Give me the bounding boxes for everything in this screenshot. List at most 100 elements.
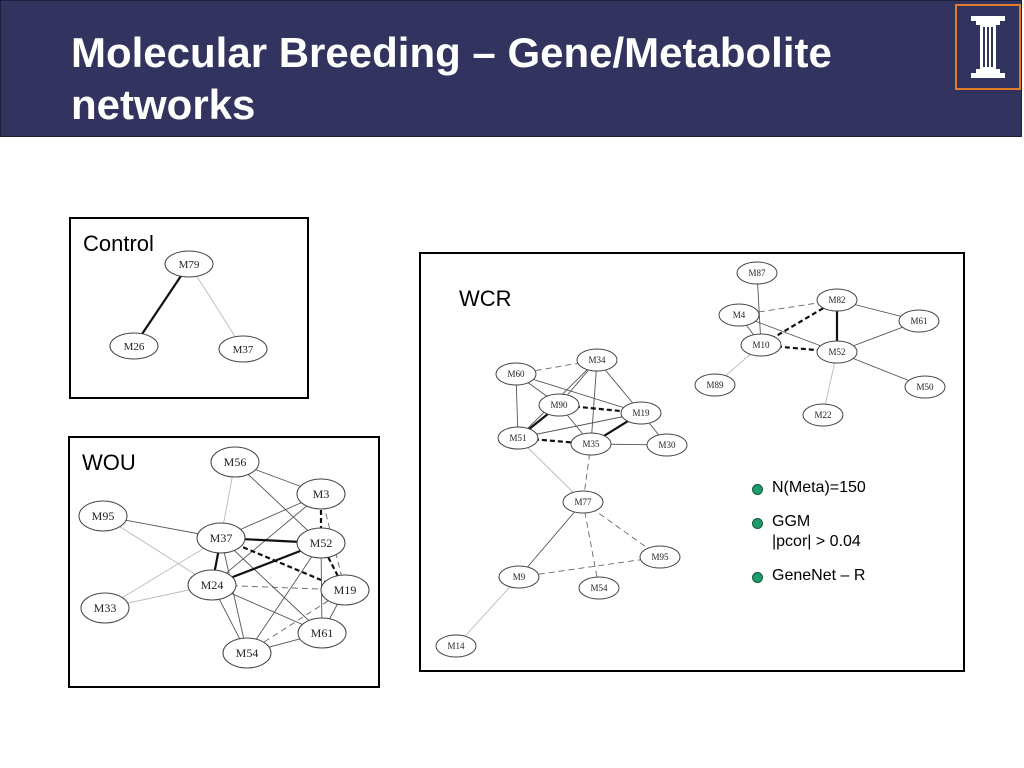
bullet-dot-icon bbox=[752, 484, 763, 495]
node-m35: M35 bbox=[570, 432, 612, 456]
note-text: GGM bbox=[772, 513, 811, 530]
node-m37: M37 bbox=[218, 335, 268, 363]
node-ellipse bbox=[210, 446, 260, 478]
page-title: Molecular Breeding – Gene/Metabolite net… bbox=[71, 29, 832, 128]
edge-m37-m54 bbox=[220, 537, 248, 654]
node-ellipse bbox=[694, 373, 736, 397]
node-ellipse bbox=[78, 500, 128, 532]
node-ellipse bbox=[562, 490, 604, 514]
node-label: M54 bbox=[236, 646, 259, 660]
node-label: M77 bbox=[574, 497, 592, 507]
node-label: M82 bbox=[828, 295, 845, 305]
node-ellipse bbox=[296, 478, 346, 510]
node-ellipse bbox=[576, 348, 618, 372]
node-ellipse bbox=[498, 565, 540, 589]
note-text: GeneNet – R bbox=[772, 567, 866, 584]
node-label: M79 bbox=[179, 259, 200, 271]
node-ellipse bbox=[222, 637, 272, 669]
edge-m60-m19 bbox=[515, 373, 642, 414]
node-m10: M10 bbox=[740, 333, 782, 357]
node-m51: M51 bbox=[497, 426, 539, 450]
node-m9: M9 bbox=[498, 565, 540, 589]
node-label: M56 bbox=[224, 455, 247, 469]
node-m33: M33 bbox=[80, 592, 130, 624]
edge-m3-m19 bbox=[320, 493, 346, 591]
node-ellipse bbox=[740, 333, 782, 357]
node-label: M14 bbox=[447, 641, 465, 651]
edge-m77-m54 bbox=[582, 501, 600, 589]
edge-m77-m9 bbox=[518, 501, 584, 578]
node-label: M26 bbox=[124, 341, 145, 353]
node-label: M19 bbox=[632, 408, 650, 418]
node-m19: M19 bbox=[620, 401, 662, 425]
node-m4: M4 bbox=[718, 303, 760, 327]
node-label: M95 bbox=[92, 509, 115, 523]
node-m56: M56 bbox=[210, 446, 260, 478]
node-m26: M26 bbox=[109, 332, 159, 360]
node-ellipse bbox=[904, 375, 946, 399]
note-item-sample-size: N(Meta)=150 bbox=[752, 478, 952, 498]
node-m54: M54 bbox=[222, 637, 272, 669]
node-m61: M61 bbox=[898, 309, 940, 333]
edge-m77-m95 bbox=[582, 501, 661, 558]
node-ellipse bbox=[646, 433, 688, 457]
node-ellipse bbox=[187, 569, 237, 601]
node-m3: M3 bbox=[296, 478, 346, 510]
node-ellipse bbox=[497, 426, 539, 450]
node-label: M30 bbox=[658, 440, 676, 450]
node-ellipse bbox=[578, 576, 620, 600]
node-m95: M95 bbox=[639, 545, 681, 569]
node-ellipse bbox=[639, 545, 681, 569]
node-label: M24 bbox=[201, 578, 224, 592]
node-label: M19 bbox=[334, 583, 357, 597]
node-ellipse bbox=[218, 335, 268, 363]
edge-m79-m37 bbox=[188, 263, 244, 350]
edge-m51-m19 bbox=[517, 412, 642, 439]
node-m95: M95 bbox=[78, 500, 128, 532]
edge-m79-m26 bbox=[133, 263, 190, 347]
university-column-logo-icon bbox=[955, 4, 1021, 90]
note-item-ggm: GGM |pcor| > 0.04 bbox=[752, 512, 952, 552]
node-label: M61 bbox=[311, 626, 334, 640]
node-m50: M50 bbox=[904, 375, 946, 399]
node-label: M52 bbox=[828, 347, 845, 357]
node-ellipse bbox=[80, 592, 130, 624]
node-ellipse bbox=[297, 617, 347, 649]
edge-m37-m19 bbox=[220, 536, 346, 592]
node-label: M54 bbox=[590, 583, 608, 593]
edge-m37-m61 bbox=[220, 537, 323, 634]
note-item-genenet: GeneNet – R bbox=[752, 566, 952, 586]
node-m37: M37 bbox=[196, 522, 246, 554]
edge-m37-m33 bbox=[104, 537, 222, 609]
node-label: M9 bbox=[513, 572, 526, 582]
control-panel-label: Control bbox=[83, 231, 154, 256]
node-label: M87 bbox=[748, 268, 766, 278]
node-label: M34 bbox=[588, 355, 606, 365]
wou-panel-label: WOU bbox=[82, 450, 136, 475]
node-label: M60 bbox=[507, 369, 525, 379]
node-ellipse bbox=[495, 362, 537, 386]
edge-m9-m95 bbox=[518, 556, 661, 578]
bullet-dot-icon bbox=[752, 572, 763, 583]
edge-m95-m24 bbox=[102, 515, 213, 586]
node-m87: M87 bbox=[736, 261, 778, 285]
node-label: M22 bbox=[814, 410, 831, 420]
node-m89: M89 bbox=[694, 373, 736, 397]
node-m61: M61 bbox=[297, 617, 347, 649]
note-text-threshold: |pcor| > 0.04 bbox=[772, 533, 861, 550]
node-ellipse bbox=[164, 250, 214, 278]
bullet-dot-icon bbox=[752, 518, 763, 529]
node-label: M33 bbox=[94, 601, 117, 615]
edge-m56-m52 bbox=[234, 461, 322, 544]
node-label: M35 bbox=[582, 439, 600, 449]
node-ellipse bbox=[718, 303, 760, 327]
node-ellipse bbox=[736, 261, 778, 285]
